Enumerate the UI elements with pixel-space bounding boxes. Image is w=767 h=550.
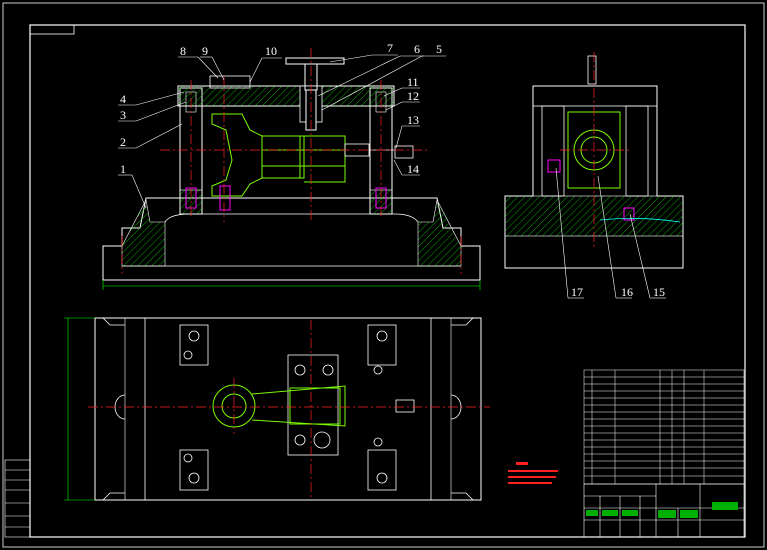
balloon-6: 6 [414, 42, 420, 56]
balloon-2: 2 [120, 135, 126, 149]
parts-list [583, 369, 745, 485]
base-plate [102, 197, 481, 281]
side-bolts [547, 159, 635, 221]
corner-notches [95, 317, 481, 501]
front-view [102, 48, 481, 290]
top-centerlines [88, 320, 490, 498]
side-clamp-screw [344, 143, 414, 159]
balloon-9: 9 [202, 44, 208, 58]
front-width-dimension [102, 280, 481, 290]
balloon-13: 13 [407, 113, 419, 127]
top-view [64, 317, 558, 501]
balloon-12: 12 [407, 89, 419, 103]
workpiece-part [211, 113, 346, 197]
balloon-4: 4 [120, 92, 126, 106]
balloon-7: 7 [387, 41, 393, 55]
balloon-16: 16 [621, 285, 633, 299]
balloon-17: 17 [571, 285, 583, 299]
side-view [504, 52, 684, 269]
balloon-leaders [118, 54, 666, 299]
mounting-holes [183, 330, 388, 484]
front-centerlines [121, 48, 462, 274]
title-block [583, 483, 745, 538]
side-title-strip [4, 459, 31, 538]
balloon-numbers: 8 9 10 7 6 5 11 12 13 14 4 3 2 1 17 16 1… [120, 41, 665, 299]
balloon-15: 15 [653, 285, 665, 299]
balloon-10: 10 [265, 44, 277, 58]
balloon-8: 8 [180, 44, 186, 58]
column-blocks [179, 324, 397, 491]
balloon-5: 5 [436, 42, 442, 56]
balloon-1: 1 [120, 162, 126, 176]
side-centerlines [560, 52, 630, 250]
top-bridge [177, 75, 395, 123]
balloon-14: 14 [407, 162, 419, 176]
balloon-3: 3 [120, 108, 126, 122]
balloon-11: 11 [407, 75, 419, 89]
top-height-dimension [64, 317, 95, 501]
top-workpiece [212, 384, 346, 428]
technical-note [508, 462, 558, 484]
